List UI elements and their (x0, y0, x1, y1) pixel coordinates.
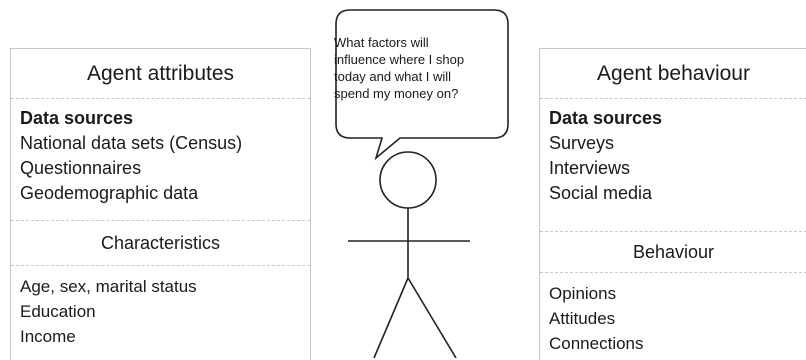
characteristics-list: Age, sex, marital status Education Incom… (11, 266, 310, 349)
behaviour-item: Connections (549, 334, 644, 353)
agent-behaviour-title: Agent behaviour (540, 49, 806, 99)
behaviour-source-item: Social media (549, 183, 653, 203)
behaviour-source-item: Interviews (549, 158, 631, 178)
characteristics-item: Income (20, 327, 76, 346)
speech-bubble-text: What factors will influence where I shop… (334, 34, 514, 102)
stick-figure-head (379, 151, 437, 209)
attributes-source-item: Geodemographic data (20, 183, 199, 203)
behaviour-item: Opinions (549, 284, 617, 303)
agent-attributes-title: Agent attributes (11, 49, 310, 99)
speech-bubble-line: influence where I shop (334, 52, 465, 67)
behaviour-list: Opinions Attitudes Connections (540, 273, 806, 356)
behaviour-sources-heading: Data sources (549, 108, 663, 128)
agent-attributes-panel: Agent attributes Data sources National d… (10, 48, 311, 360)
characteristics-item: Age, sex, marital status (20, 277, 197, 296)
characteristics-item: Education (20, 302, 96, 321)
speech-bubble-line: What factors will (334, 35, 429, 50)
stick-figure-left-leg (373, 277, 409, 358)
behaviour-item: Attitudes (549, 309, 616, 328)
characteristics-title: Characteristics (11, 221, 310, 266)
agent-behaviour-panel: Agent behaviour Data sources Surveys Int… (539, 48, 806, 360)
behaviour-data-sources: Data sources Surveys Interviews Social m… (540, 99, 806, 232)
stick-figure-right-leg (407, 277, 457, 358)
attributes-data-sources: Data sources National data sets (Census)… (11, 99, 310, 221)
behaviour-title: Behaviour (540, 232, 806, 273)
behaviour-source-item: Surveys (549, 133, 615, 153)
attributes-source-item: Questionnaires (20, 158, 142, 178)
speech-bubble-line: today and what I will (334, 69, 452, 84)
agent-figure (335, 9, 509, 358)
speech-bubble-shape (335, 9, 509, 161)
speech-bubble-line: spend my money on? (334, 86, 459, 101)
attributes-source-item: National data sets (Census) (20, 133, 243, 153)
attributes-sources-heading: Data sources (20, 108, 134, 128)
